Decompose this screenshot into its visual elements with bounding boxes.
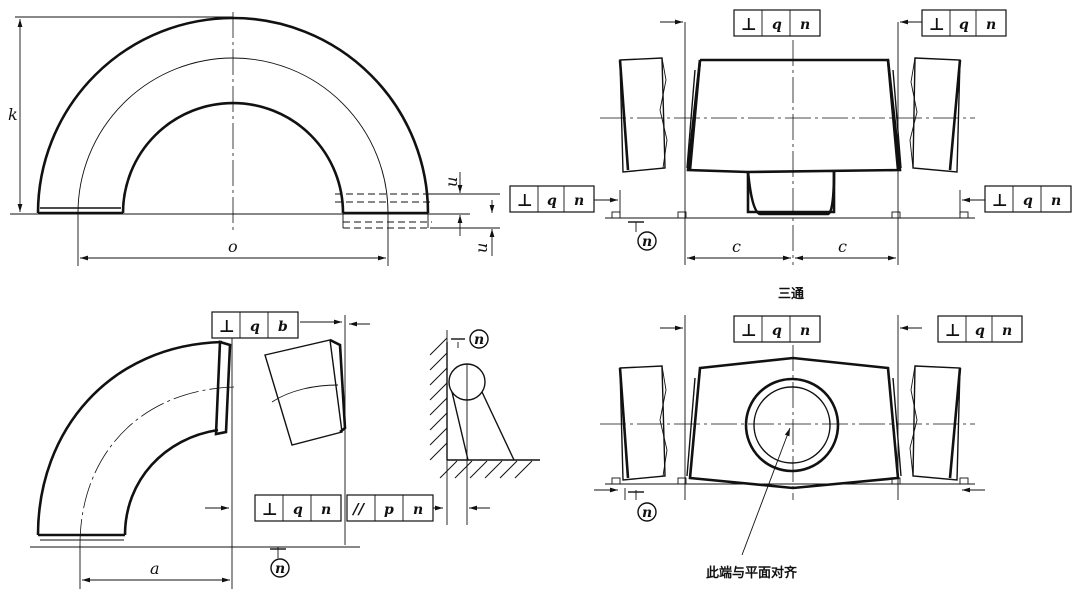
- tee-title: 三通: [778, 286, 804, 302]
- svg-text:q: q: [547, 193, 557, 209]
- dim-u-top: u: [442, 177, 461, 187]
- fcf-cross-top-left: ⊥ q n: [733, 315, 821, 343]
- fcf-elbow-bottom: ⊥ q n: [254, 494, 342, 522]
- svg-text:n: n: [800, 323, 810, 339]
- dim-o: o: [228, 237, 238, 256]
- fcf-elbow-top: ⊥ q b: [211, 311, 299, 339]
- svg-text:⊥: ⊥: [741, 15, 757, 35]
- dim-k: k: [8, 105, 18, 124]
- svg-text:q: q: [772, 323, 782, 339]
- elbow-view: a n: [30, 315, 443, 589]
- fcf-tee-top-left: ⊥ q n: [733, 9, 821, 37]
- svg-text:p: p: [384, 502, 394, 518]
- svg-text://: //: [351, 500, 365, 518]
- svg-text:⊥: ⊥: [929, 15, 945, 35]
- svg-text:q: q: [250, 319, 260, 335]
- datum-n-tee: n: [642, 234, 652, 250]
- dim-c-left: c: [732, 237, 741, 256]
- dim-u-bottom: u: [472, 243, 491, 253]
- svg-text:⊥: ⊥: [741, 321, 757, 341]
- svg-text:⊥: ⊥: [262, 500, 278, 520]
- wall-detail: n: [429, 329, 540, 525]
- svg-text:b: b: [278, 319, 288, 335]
- fcf-parallelism: // p n: [346, 494, 434, 522]
- svg-text:⊥: ⊥: [219, 317, 235, 337]
- branch-outer-circle: [744, 377, 840, 473]
- svg-text:n: n: [1002, 323, 1012, 339]
- fcf-tee-top-right: ⊥ q n: [921, 9, 1007, 37]
- svg-text:n: n: [986, 17, 996, 33]
- branch-inner-circle: [753, 386, 831, 464]
- datum-n-wall: n: [474, 332, 484, 348]
- svg-text:q: q: [975, 323, 985, 339]
- align-note: 此端与平面对齐: [706, 565, 798, 581]
- svg-text:n: n: [321, 502, 331, 518]
- fcf-tee-bottom-right: ⊥ q n: [984, 185, 1072, 213]
- svg-text:⊥: ⊥: [517, 191, 533, 211]
- datum-n-cross: n: [642, 505, 652, 521]
- dim-a: a: [150, 559, 160, 578]
- elbow-outer-arc: [36, 340, 223, 536]
- return-bend-inner-arc: [121, 101, 345, 214]
- svg-text:⊥: ⊥: [945, 321, 961, 341]
- svg-text:q: q: [1023, 193, 1033, 209]
- fcf-left-tee-bottom: ⊥ q n: [509, 185, 595, 213]
- cross-body-outline: [688, 356, 900, 490]
- tee-body-outline: [686, 58, 902, 214]
- cross-view: n 此端与平面对齐: [594, 315, 985, 581]
- svg-text:n: n: [800, 17, 810, 33]
- elbow-pipe-segment: [264, 339, 343, 446]
- svg-text:q: q: [772, 17, 782, 33]
- elbow-inner-arc: [123, 428, 219, 536]
- datum-n-elbow: n: [275, 561, 285, 577]
- svg-text:⊥: ⊥: [992, 191, 1008, 211]
- svg-text:q: q: [959, 17, 969, 33]
- dim-c-right: c: [838, 237, 847, 256]
- svg-text:n: n: [1051, 193, 1061, 209]
- return-bend-view: k o u u: [8, 12, 500, 266]
- svg-text:n: n: [574, 193, 584, 209]
- elbow-center-arc: [79, 386, 235, 546]
- svg-text:n: n: [413, 502, 423, 518]
- svg-text:q: q: [293, 502, 303, 518]
- datum-n-circle: [270, 558, 290, 578]
- tee-view: c c n 三通: [594, 19, 985, 302]
- fcf-cross-top-right: ⊥ q n: [937, 315, 1023, 343]
